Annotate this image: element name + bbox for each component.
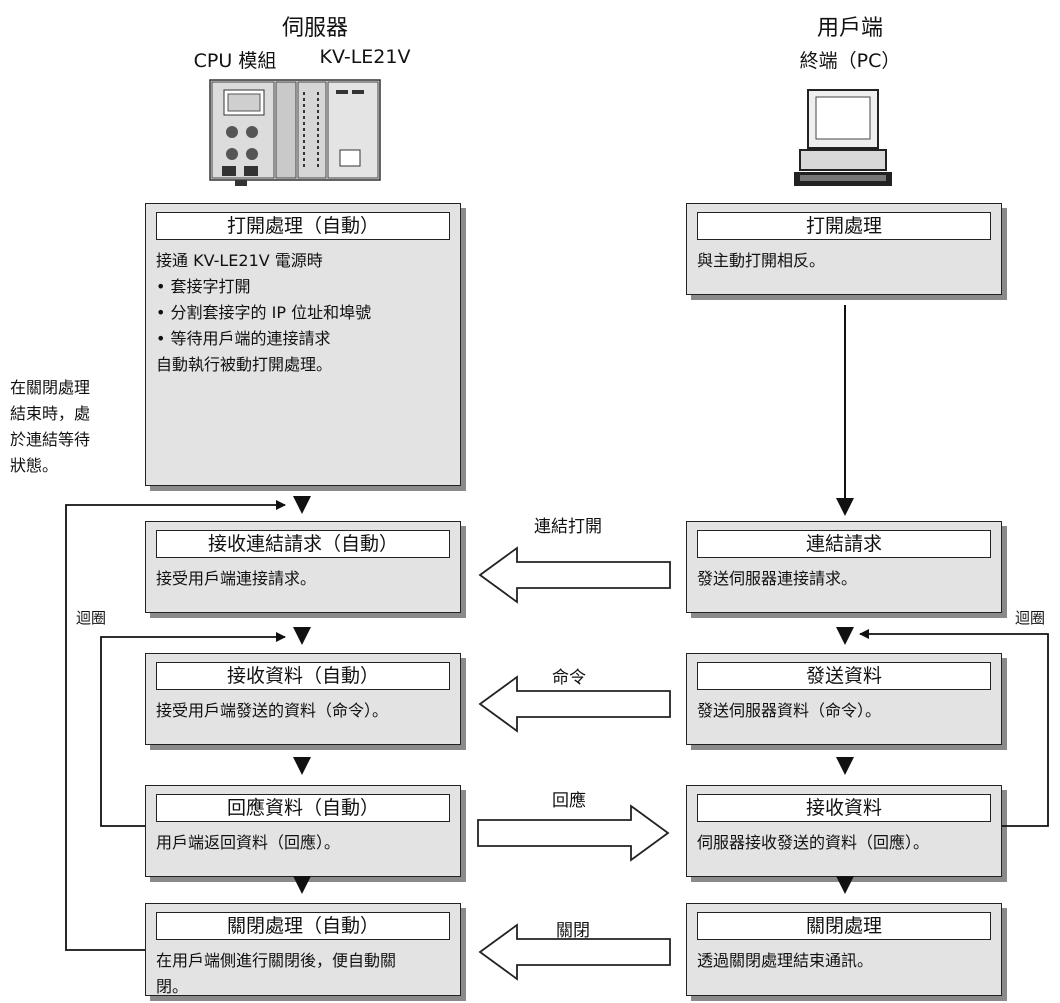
connect-open-label: 連結打開: [534, 517, 602, 537]
client-close-process-box: 關閉處理 透過關閉處理結束通訊。: [686, 903, 1002, 996]
cpu-module-label: CPU 模組: [193, 50, 277, 72]
kv-module-label: KV-LE21V: [319, 46, 411, 68]
server-close-process-title: 關閉處理（自動）: [156, 912, 450, 940]
client-send-data-body: 發送伺服器資料（命令）。: [697, 701, 882, 720]
down-triangle-icon: [836, 757, 854, 775]
server-receive-data-body: 接受用戶端發送的資料（命令）。: [156, 701, 389, 720]
client-connect-request-body: 發送伺服器連接請求。: [697, 569, 858, 588]
down-triangle-icon: [836, 627, 854, 645]
server-accept-connect-box: 接收連結請求（自動） 接受用戶端連接請求。: [145, 521, 461, 613]
down-triangle-icon: [293, 757, 311, 775]
server-open-process-box: 打開處理（自動） 接通 KV-LE21V 電源時 • 套接字打開 • 分割套接字…: [145, 203, 461, 486]
left-loop-label: 迴圈: [76, 609, 107, 627]
client-title: 用戶端: [816, 16, 883, 41]
down-triangle-icon: [293, 627, 311, 645]
terminal-label: 終端（PC）: [799, 50, 901, 72]
response-arrow: [477, 804, 670, 862]
server-response-data-box: 回應資料（自動） 用戶端返回資料（回應）。: [145, 785, 461, 877]
server-response-data-title: 回應資料（自動）: [156, 794, 450, 822]
server-close-process-box: 關閉處理（自動） 在用戶端側進行關閉後，便自動關 閉。: [145, 903, 461, 996]
server-response-data-body: 用戶端返回資料（回應）。: [156, 833, 341, 852]
client-send-data-title: 發送資料: [697, 662, 991, 690]
down-triangle-icon: [293, 496, 311, 514]
server-receive-data-title: 接收資料（自動）: [156, 662, 450, 690]
server-open-process-body: 接通 KV-LE21V 電源時 • 套接字打開 • 分割套接字的 IP 位址和埠…: [156, 251, 372, 374]
down-triangle-icon: [836, 876, 854, 894]
client-close-process-title: 關閉處理: [697, 912, 991, 940]
client-receive-data-box: 接收資料 伺服器接收發送的資料（回應）。: [686, 785, 1002, 877]
command-label: 命令: [552, 668, 586, 688]
server-accept-connect-body: 接受用戶端連接請求。: [156, 569, 317, 588]
client-send-data-box: 發送資料 發送伺服器資料（命令）。: [686, 653, 1002, 745]
server-open-process-title: 打開處理（自動）: [156, 212, 450, 240]
side-note: 在關閉處理 結束時，處 於連結等待 狀態。: [10, 378, 91, 475]
client-open-process-box: 打開處理 與主動打開相反。: [686, 203, 1002, 295]
client-close-process-body: 透過關閉處理結束通訊。: [697, 951, 874, 970]
response-label: 回應: [552, 791, 586, 811]
down-triangle-icon: [836, 498, 854, 516]
server-title: 伺服器: [281, 16, 348, 41]
close-label: 關閉: [556, 921, 590, 941]
right-loop-label: 迴圈: [1015, 609, 1046, 627]
server-close-process-body: 在用戶端側進行關閉後，便自動關 閉。: [156, 951, 397, 996]
client-open-process-body: 與主動打開相反。: [697, 251, 826, 270]
client-receive-data-title: 接收資料: [697, 794, 991, 822]
client-connect-request-title: 連結請求: [697, 530, 991, 558]
client-open-process-title: 打開處理: [697, 212, 991, 240]
client-receive-data-body: 伺服器接收發送的資料（回應）。: [697, 833, 930, 852]
client-connect-request-box: 連結請求 發送伺服器連接請求。: [686, 521, 1002, 613]
server-receive-data-box: 接收資料（自動） 接受用戶端發送的資料（命令）。: [145, 653, 461, 745]
server-accept-connect-title: 接收連結請求（自動）: [156, 530, 450, 558]
down-triangle-icon: [293, 876, 311, 894]
connect-open-arrow: [478, 546, 671, 604]
